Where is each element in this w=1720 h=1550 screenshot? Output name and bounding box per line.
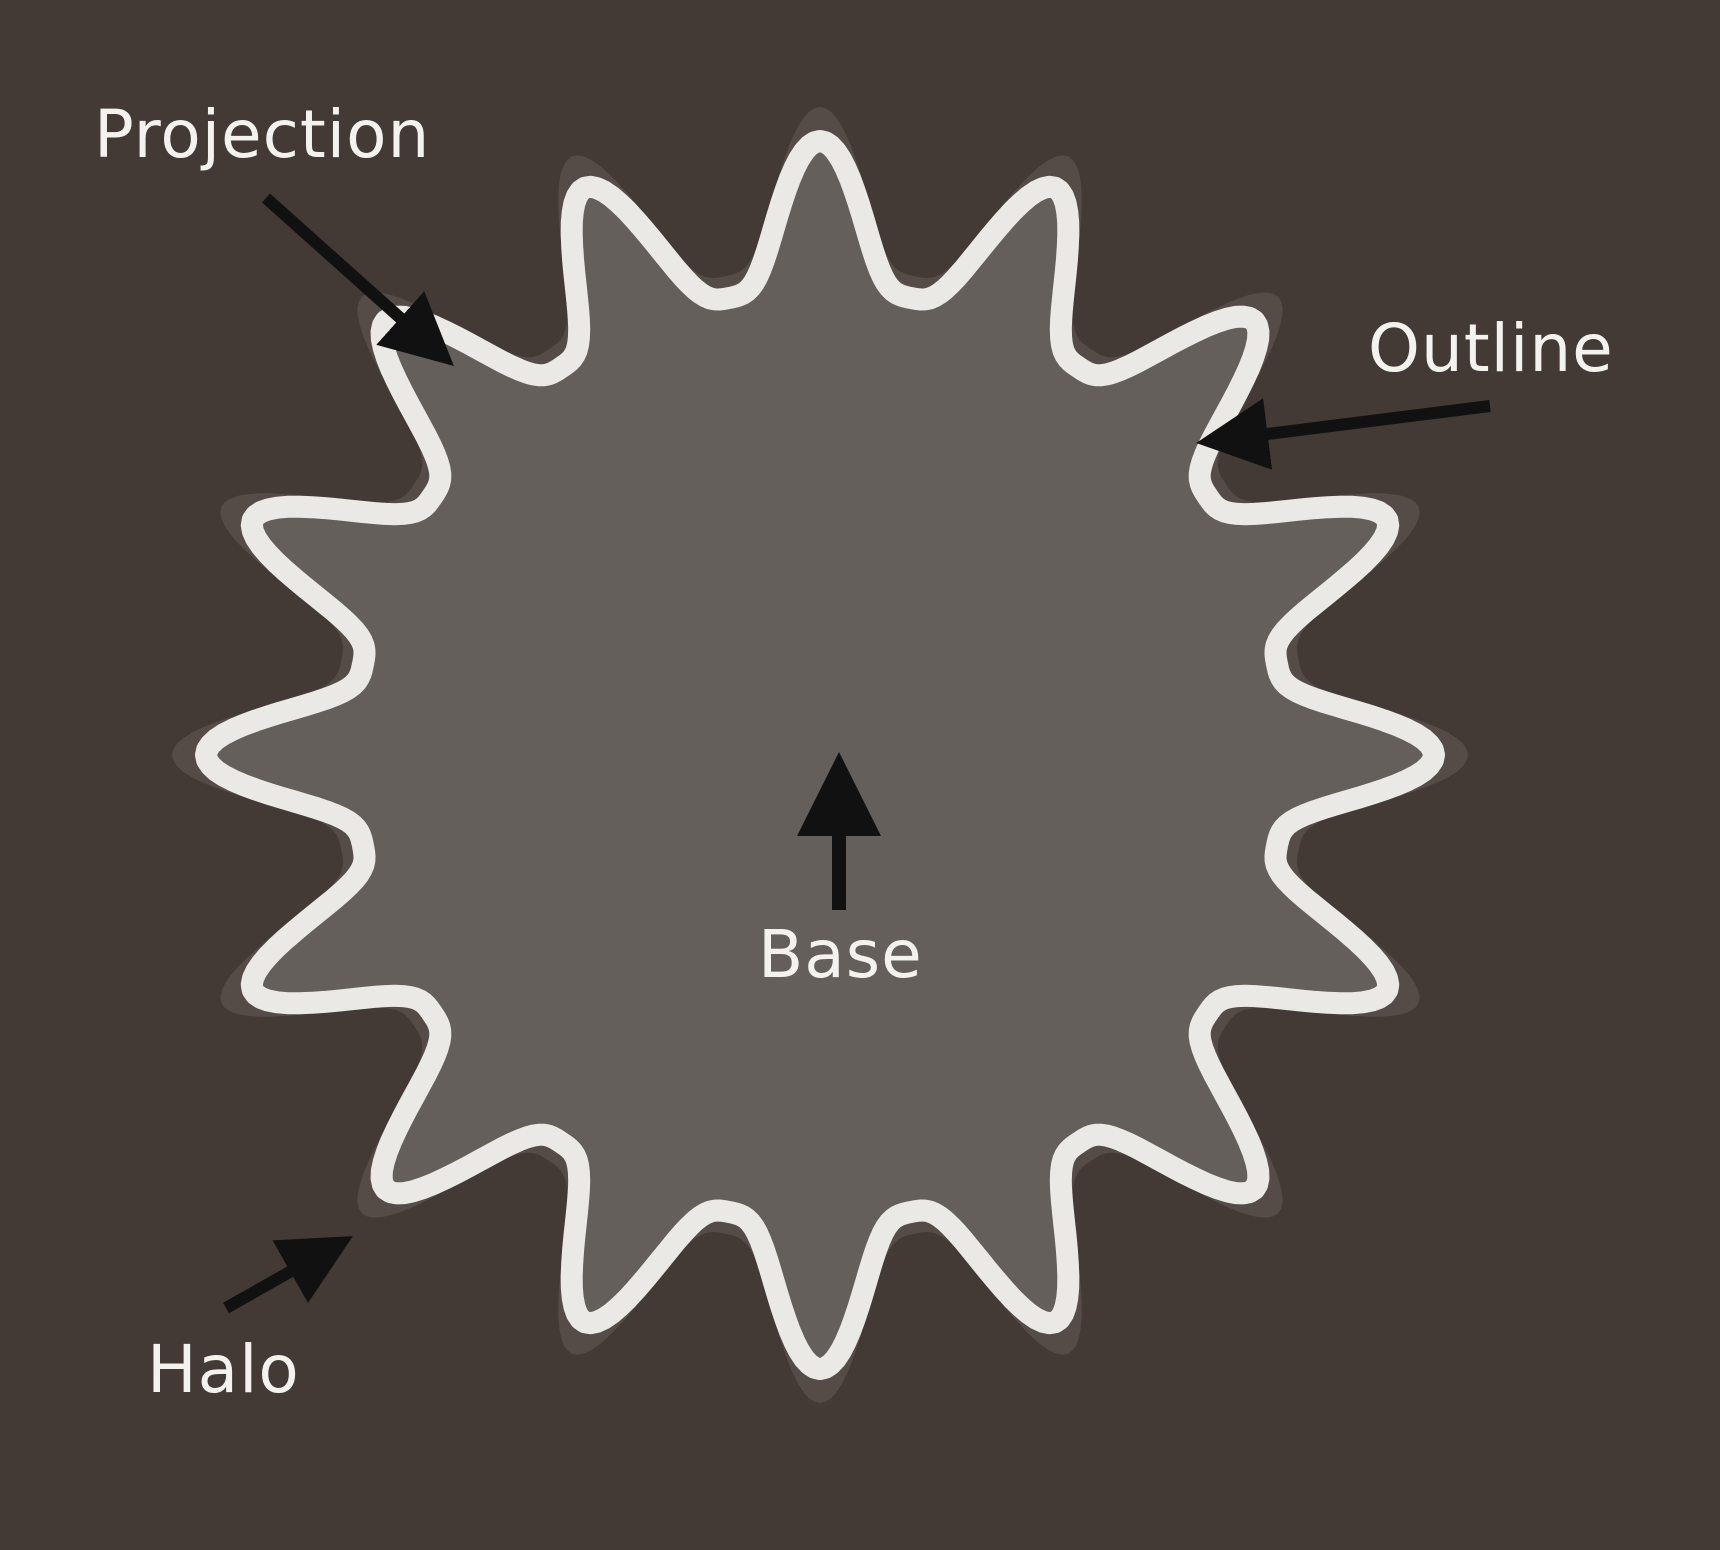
outline-label: Outline <box>1368 310 1614 387</box>
halo-arrow <box>223 1236 353 1314</box>
halo-label: Halo <box>147 1331 300 1408</box>
base-label: Base <box>758 916 923 993</box>
outline-stroke <box>195 130 1445 1380</box>
projection-arrow <box>262 193 454 366</box>
outline-arrow <box>1196 398 1491 470</box>
projection-label: Projection <box>94 96 431 173</box>
